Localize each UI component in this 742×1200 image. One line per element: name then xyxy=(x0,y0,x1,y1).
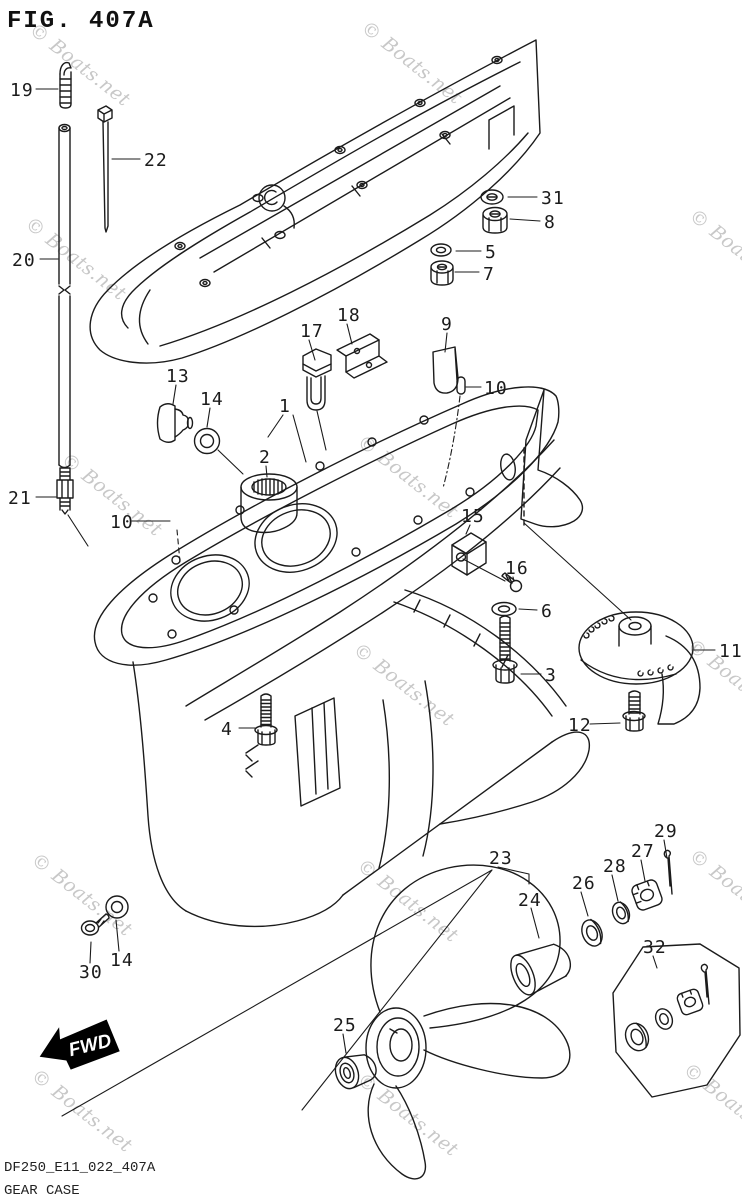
figure-title: FIG. 407A xyxy=(7,8,155,35)
part-7-nut xyxy=(430,260,454,286)
callout-22[interactable]: 22 xyxy=(144,150,168,171)
part-19-stud xyxy=(59,61,72,109)
lower-gear-case-drawing xyxy=(93,386,591,928)
part-13-plug xyxy=(156,403,194,443)
part-8-nut xyxy=(482,206,508,234)
part-28-washer xyxy=(611,901,631,925)
part-9-anode xyxy=(432,346,459,394)
callout-20[interactable]: 20 xyxy=(12,250,36,271)
fwd-arrow: FWD xyxy=(39,1019,120,1070)
callout-26[interactable]: 26 xyxy=(572,873,596,894)
watermark-text: © Boats.net xyxy=(349,639,459,731)
callout-32[interactable]: 32 xyxy=(643,937,667,958)
footer-code: DF250_E11_022_407A xyxy=(4,1160,156,1176)
callout-11[interactable]: 11 xyxy=(719,641,742,662)
part-14-washer-lower xyxy=(105,895,129,919)
callout-27[interactable]: 27 xyxy=(631,841,655,862)
watermarks: © Boats.net © Boats.net © Boats.net © Bo… xyxy=(21,17,742,1161)
part-6-washer xyxy=(491,601,517,617)
callout-21[interactable]: 21 xyxy=(8,488,32,509)
part-3-bolt xyxy=(492,615,518,684)
callout-1[interactable]: 1 xyxy=(279,396,291,417)
part-32-kit xyxy=(612,943,741,1098)
callout-29[interactable]: 29 xyxy=(654,821,678,842)
watermark-text: © Boats.net xyxy=(685,845,742,937)
propeller-drawing xyxy=(365,864,571,1180)
callout-16[interactable]: 16 xyxy=(505,558,529,579)
callout-23[interactable]: 23 xyxy=(489,848,513,869)
part-26-bearing xyxy=(581,918,603,947)
part-11-trim-tab xyxy=(523,522,701,725)
part-5-washer xyxy=(430,243,452,257)
watermark-text: © Boats.net xyxy=(679,1059,742,1151)
callout-14-lower[interactable]: 14 xyxy=(110,950,134,971)
watermark-text: © Boats.net xyxy=(27,1065,137,1157)
part-31-washer xyxy=(480,189,504,205)
callout-14-upper[interactable]: 14 xyxy=(200,389,224,410)
upper-housing-drawing xyxy=(89,39,541,364)
callout-10-left[interactable]: 10 xyxy=(110,512,134,533)
callout-7[interactable]: 7 xyxy=(483,264,495,285)
callout-31[interactable]: 31 xyxy=(541,188,565,209)
part-21-fitting xyxy=(56,467,89,547)
part-15-block xyxy=(451,532,506,582)
part-10-pin-upper xyxy=(442,376,466,489)
part-30-plug xyxy=(80,913,110,936)
part-14-washer-upper xyxy=(193,427,244,475)
part-27-castle-nut xyxy=(631,879,663,911)
callout-6[interactable]: 6 xyxy=(541,601,553,622)
callout-labels: 19 22 20 21 31 8 5 7 17 18 9 10 13 14 1 … xyxy=(8,80,742,1036)
callout-13[interactable]: 13 xyxy=(166,366,190,387)
part-2-bearing xyxy=(240,473,298,534)
part-24-spacer xyxy=(510,943,572,996)
callout-12[interactable]: 12 xyxy=(568,715,592,736)
callout-28[interactable]: 28 xyxy=(603,856,627,877)
callout-lines xyxy=(35,88,716,1117)
part-16-screw xyxy=(501,572,523,593)
callout-8[interactable]: 8 xyxy=(544,212,556,233)
fwd-arrow-shape xyxy=(39,1019,120,1070)
callout-3[interactable]: 3 xyxy=(545,665,557,686)
part-22-pin xyxy=(97,105,113,233)
callout-19[interactable]: 19 xyxy=(10,80,34,101)
callout-30[interactable]: 30 xyxy=(79,962,103,983)
callout-17[interactable]: 17 xyxy=(300,321,324,342)
callout-4[interactable]: 4 xyxy=(221,719,233,740)
callout-9[interactable]: 9 xyxy=(441,314,453,335)
callout-24[interactable]: 24 xyxy=(518,890,542,911)
watermark-text: © Boats.net xyxy=(685,205,742,297)
part-18-bracket xyxy=(336,333,388,379)
callout-10-upper[interactable]: 10 xyxy=(484,378,508,399)
part-17-clamp xyxy=(302,348,332,451)
part-25-cap xyxy=(334,1054,377,1090)
callout-5[interactable]: 5 xyxy=(485,242,497,263)
part-4-bolt xyxy=(254,693,278,746)
callout-18[interactable]: 18 xyxy=(337,305,361,326)
watermark-text: © Boats.net xyxy=(353,1069,463,1161)
callout-25[interactable]: 25 xyxy=(333,1015,357,1036)
watermark-text: © Boats.net xyxy=(21,213,131,305)
watermark-text: © Boats.net xyxy=(357,17,467,109)
part-20-tube xyxy=(58,123,71,469)
callout-15[interactable]: 15 xyxy=(461,506,485,527)
footer-caption: GEAR CASE xyxy=(4,1183,80,1199)
part-29-cotter-pin xyxy=(663,849,673,895)
callout-2[interactable]: 2 xyxy=(259,447,271,468)
part-12-bolt xyxy=(622,690,646,732)
